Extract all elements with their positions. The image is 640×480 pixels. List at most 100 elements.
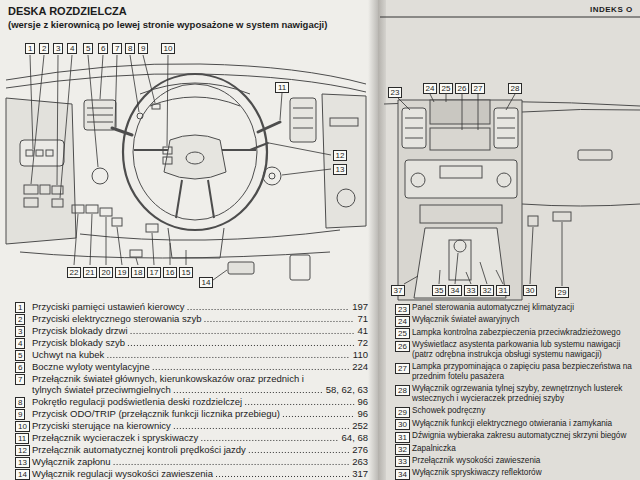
number-text: 11 — [18, 434, 26, 443]
list-row: Lampka przypominająca o zapięciu pasa be… — [412, 362, 636, 381]
stack-knob — [337, 189, 355, 207]
number-text: 16 — [166, 268, 175, 277]
number-text: 13 — [336, 165, 345, 174]
callout-number: 35 — [432, 285, 447, 296]
window-switch — [24, 198, 38, 207]
list-row: Uchwyt na kubek — [32, 349, 332, 360]
leader-line — [506, 94, 515, 110]
leader-line — [398, 98, 410, 110]
stack-button — [330, 118, 358, 126]
list-number: 32 — [395, 444, 410, 455]
wheel-button — [163, 157, 172, 164]
list-item-text: Przycisk blokady drzwi — [32, 325, 128, 336]
dash-switch — [86, 205, 98, 213]
list-item-text: Wyłącznik spryskiwaczy reflektorów — [412, 468, 542, 477]
list-row: Wyłącznik świateł awaryjnych — [412, 315, 636, 325]
dashboard-drawing — [6, 64, 366, 280]
number-text: 11 — [278, 83, 286, 92]
callout-number: 12 — [333, 150, 348, 161]
callout-number: 9 — [138, 43, 148, 54]
callout-number: 19 — [115, 267, 130, 278]
odo-trip-button — [152, 104, 160, 109]
button-panel — [430, 128, 490, 150]
list-item-text: Dźwignia wybieraka zakresu automatycznej… — [412, 431, 626, 440]
page-number: 197 — [352, 301, 368, 312]
leader-line — [143, 55, 155, 103]
page-number: 71 — [357, 313, 368, 324]
dash-switch — [72, 205, 84, 213]
list-item-text: Wyłącznik zapłonu — [32, 456, 111, 467]
number-text: 26 — [398, 342, 407, 351]
number-text: 3 — [56, 44, 60, 53]
vent-slat — [405, 128, 423, 129]
list-item-text: Przełącznik świateł głównych, kierunkows… — [32, 373, 304, 395]
dash-switch — [146, 224, 158, 232]
number-text: 4 — [70, 44, 74, 53]
leader-line — [106, 217, 107, 265]
callout-number: 26 — [455, 83, 470, 94]
callout-number: 8 — [125, 43, 135, 54]
list-row: Wyłącznik regulacji wysokości zawieszeni… — [32, 468, 332, 479]
leader-line — [100, 55, 103, 99]
list-item-text: Przyciski pamięci ustawień kierowcy — [32, 301, 185, 312]
page-gutter — [368, 0, 386, 480]
number-text: 23 — [391, 88, 400, 97]
list-row: Boczne wyloty wentylacyjne — [32, 361, 332, 372]
callout-number: 29 — [555, 287, 570, 298]
ignition — [263, 167, 281, 185]
number-text: 5 — [86, 44, 90, 53]
number-text: 7 — [115, 44, 119, 53]
dot-leader — [153, 369, 349, 370]
callout-number: 7 — [112, 43, 122, 54]
number-text: 22 — [70, 268, 79, 277]
list-row: Zapalniczka — [412, 444, 636, 454]
list-number: 13 — [15, 457, 30, 468]
number-text: 31 — [398, 433, 407, 442]
list-number: 12 — [15, 445, 30, 456]
list-number: 2 — [15, 314, 25, 325]
number-text: 28 — [511, 84, 520, 93]
page-number: 263 — [352, 456, 368, 467]
display — [430, 100, 490, 124]
callout-number: 14 — [199, 277, 214, 288]
page-number: 276 — [352, 444, 368, 455]
number-text: 27 — [474, 84, 483, 93]
list-number: 25 — [395, 328, 410, 339]
list-item-text: Wyłącznik funkcji elektrycznego otwieran… — [412, 419, 612, 428]
door-lock-switch — [52, 186, 63, 194]
list-row: Lampka kontrolna zabezpieczenia przeciwk… — [412, 328, 636, 338]
list-item-text: Boczne wyloty wentylacyjne — [32, 361, 150, 372]
list-row: Przełącznik świateł głównych, kierunkows… — [32, 373, 332, 395]
callout-number: 17 — [147, 267, 162, 278]
leader-line — [530, 227, 533, 284]
header-rule — [380, 17, 640, 18]
number-text: 5 — [18, 351, 22, 360]
dot-leader — [249, 452, 349, 453]
list-number: 28 — [395, 385, 410, 396]
callout-number: 6 — [98, 43, 108, 54]
wheel-spoke — [176, 180, 182, 218]
leader-line — [170, 243, 171, 265]
window-switch — [24, 185, 38, 194]
leader-line — [430, 94, 434, 102]
vent-slat — [87, 115, 113, 116]
leader-line — [404, 276, 418, 284]
leader-line — [455, 253, 458, 284]
vent-slat — [293, 108, 313, 109]
vent-slat — [87, 122, 113, 123]
leader-line — [31, 55, 44, 184]
wiper-stalk — [258, 122, 280, 132]
callout-number: 16 — [163, 267, 178, 278]
console-drawing — [384, 100, 640, 300]
number-text: 27 — [398, 364, 407, 373]
list-row: Przycisk blokady drzwi — [32, 325, 332, 336]
list-number: 27 — [395, 363, 410, 374]
climate-knob — [411, 173, 425, 187]
list-item-text: Wyłącznik świateł awaryjnych — [412, 315, 519, 324]
number-text: 19 — [118, 268, 127, 277]
vent-slat — [497, 128, 515, 129]
center-console — [398, 100, 522, 300]
leader-line — [280, 93, 282, 120]
number-text: 6 — [18, 363, 22, 372]
